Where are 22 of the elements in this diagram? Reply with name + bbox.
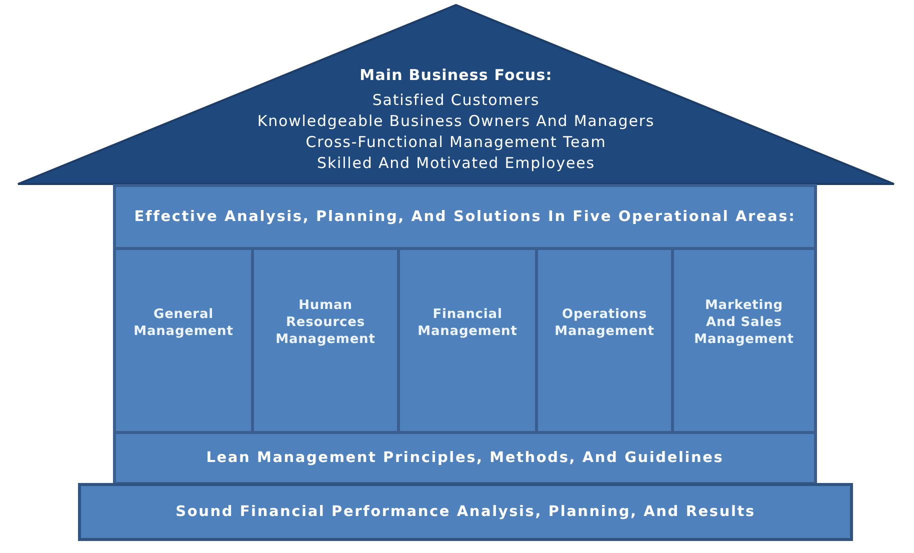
pillar-box (251, 247, 400, 434)
band-box (113, 184, 817, 250)
foundation-box (78, 483, 853, 541)
roof-triangle (17, 4, 895, 186)
band-label: Lean Management Principles, Methods, And Guidelines (206, 450, 724, 466)
band-label: Sound Financial Performance Analysis, Planning, And Results (176, 504, 756, 520)
pillar-label: Human Resources Management (274, 297, 376, 348)
pillar-box (397, 247, 538, 434)
pillar-box (671, 247, 817, 434)
pillar-label: Marketing And Sales Management (693, 297, 795, 348)
focus-item-text: Skilled And Motivated Employees (317, 153, 595, 174)
focus-item-text: Cross-Functional Management Team (306, 132, 606, 153)
pillar-box (113, 247, 254, 434)
focus-item-text: Satisfied Customers (372, 90, 540, 111)
pillar-box (535, 247, 674, 434)
heading-text: Main Business Focus: (360, 65, 552, 85)
pillar-label: Operations Management (554, 306, 656, 340)
band-label: Effective Analysis, Planning, And Solutions In Five Operational Areas: (134, 209, 796, 225)
band-box (113, 431, 817, 485)
focus-item-text: Knowledgeable Business Owners And Managers (257, 111, 655, 132)
pillar-label: General Management (132, 306, 234, 340)
pillar-label: Financial Management (416, 306, 518, 340)
